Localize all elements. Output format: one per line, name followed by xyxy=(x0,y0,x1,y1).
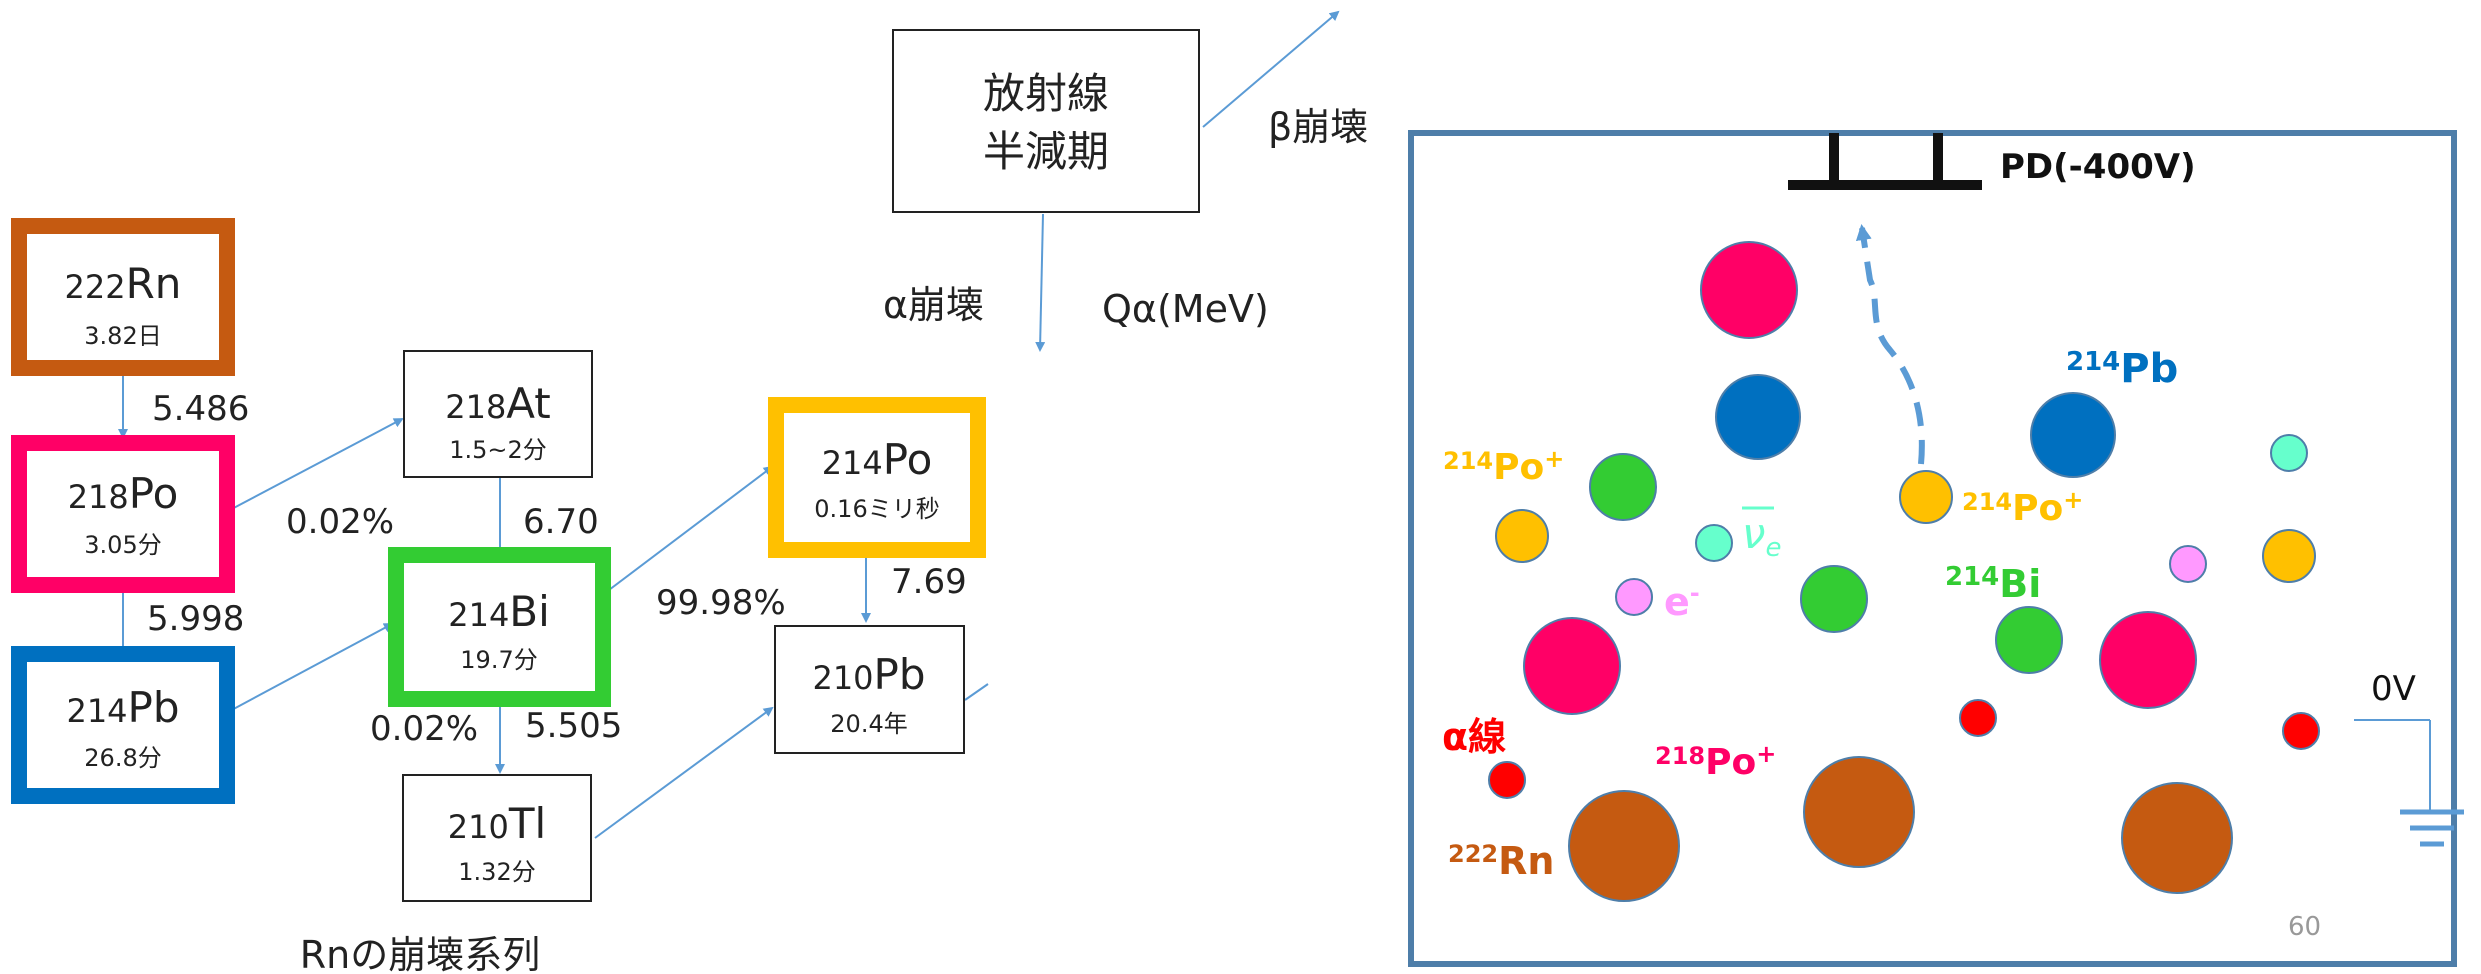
nuclide-name: 210Tl xyxy=(448,799,546,848)
label-po214-right: 214Po+ xyxy=(1962,486,2083,529)
beta-arrow xyxy=(1202,10,1340,128)
po214-atom xyxy=(1495,509,1549,563)
arrow-tl-pb210 xyxy=(594,706,774,839)
electron xyxy=(1615,578,1653,616)
label-pb214: 214Pb xyxy=(2066,346,2178,392)
q-po-pb: 5.998 xyxy=(147,599,244,639)
label-bi214: 214Bi xyxy=(1945,562,2041,606)
line-pb210-out xyxy=(964,683,989,701)
page-number: 60 xyxy=(2288,912,2321,942)
label-po214-left: 214Po+ xyxy=(1443,445,1564,488)
nuclide-half-life: 3.05分 xyxy=(84,531,161,559)
nuclide-pb210: 210Pb 20.4年 xyxy=(774,625,965,754)
po214-atom xyxy=(2262,529,2316,583)
nuclide-name: 214Bi xyxy=(448,587,550,636)
q-po-pb210: 7.69 xyxy=(891,562,967,602)
pct-po-at: 0.02% xyxy=(286,502,394,542)
alpha-particle xyxy=(2282,712,2320,750)
label-neutrino: νe xyxy=(1742,509,1781,563)
beta-label: β崩壊 xyxy=(1268,105,1368,149)
nuclide-po214: 214Po 0.16ミリ秒 xyxy=(768,397,986,558)
nuclide-name: 214Pb xyxy=(66,683,179,732)
arrow-bi-po xyxy=(604,465,774,594)
ground-symbol xyxy=(2354,719,2431,810)
series-caption: Rnの崩壊系列 xyxy=(300,933,541,974)
nuclide-box xyxy=(11,218,235,376)
q-bi-tl: 5.505 xyxy=(525,706,622,746)
nuclide-po218: 218Po 3.05分 xyxy=(11,435,235,593)
particles xyxy=(1488,241,2320,902)
ion-drift-path xyxy=(1855,224,1925,465)
nuclide-box xyxy=(11,646,235,804)
pd-label: PD(-400V) xyxy=(2000,147,2196,187)
nuclide-half-life: 26.8分 xyxy=(84,744,161,772)
nuclide-bi214: 214Bi 19.7分 xyxy=(388,547,611,707)
electron xyxy=(2169,545,2207,583)
arrow-po-at xyxy=(227,418,404,512)
arrow-pb-bi xyxy=(227,623,394,713)
alpha-arrow xyxy=(1035,213,1046,352)
alpha-particle xyxy=(1959,699,1997,737)
nuclide-name: 210Pb xyxy=(812,650,925,699)
legend: 放射線 半減期 β崩壊 α崩壊 Qα(MeV) xyxy=(883,10,1368,352)
pct-bi-tl: 0.02% xyxy=(370,709,478,749)
legend-line2: 半減期 xyxy=(983,127,1109,176)
bi214-atom xyxy=(1589,453,1657,521)
ground-label: 0V xyxy=(2371,669,2416,709)
nuclide-half-life: 3.82日 xyxy=(84,322,161,350)
nuclide-name: 218Po xyxy=(68,469,179,518)
rn222-atom xyxy=(1568,790,1680,902)
nuclide-pb214: 214Pb 26.8分 xyxy=(11,646,235,804)
chamber-frame xyxy=(1408,130,2457,967)
nuclide-half-life: 1.5~2分 xyxy=(449,436,547,464)
nuclide-box xyxy=(403,350,593,478)
po218-atom xyxy=(1523,617,1621,715)
nuclide-at218: 218At 1.5~2分 xyxy=(403,350,593,478)
q-rn-po: 5.486 xyxy=(152,389,249,429)
nuclide-box xyxy=(388,547,611,707)
rn222-atom xyxy=(2121,782,2233,894)
pb214-atom xyxy=(1715,374,1801,460)
pct-bi-po: 99.98% xyxy=(656,583,786,623)
nuclide-name: 218At xyxy=(445,379,551,428)
bi214-atom xyxy=(1995,606,2063,674)
label-alpha-ray: α線 xyxy=(1442,715,1506,759)
legend-box xyxy=(892,29,1200,213)
decay-arrows xyxy=(118,374,989,839)
q-at-bi: 6.70 xyxy=(523,502,599,542)
nuclide-half-life: 20.4年 xyxy=(830,710,907,738)
po218-atom xyxy=(2099,611,2197,709)
pd-detector xyxy=(1788,133,1982,190)
neutrino xyxy=(2270,434,2308,472)
nuclide-tl210: 210Tl 1.32分 xyxy=(402,774,592,902)
pb214-atom xyxy=(2030,392,2116,478)
nuclide-box xyxy=(11,435,235,593)
nuclide-box xyxy=(774,625,965,754)
alpha-particle xyxy=(1488,761,1526,799)
q-label: Qα(MeV) xyxy=(1102,287,1269,331)
nuclide-half-life: 0.16ミリ秒 xyxy=(814,495,939,523)
nuclide-box xyxy=(402,774,592,902)
po218-atom xyxy=(1700,241,1798,339)
label-po218: 218Po+ xyxy=(1655,740,1776,783)
neutrino xyxy=(1695,524,1733,562)
nuclide-half-life: 19.7分 xyxy=(460,646,537,674)
rn222-atom xyxy=(1803,756,1915,868)
chamber: PD(-400V) 0V xyxy=(1408,130,2464,967)
nuclide-name: 222Rn xyxy=(65,259,182,308)
label-electron: e- xyxy=(1664,579,1700,624)
nuclide-half-life: 1.32分 xyxy=(458,858,535,886)
nuclide-rn222: 222Rn 3.82日 xyxy=(11,218,235,376)
ground-icon xyxy=(2400,809,2464,847)
nuclide-name: 214Po xyxy=(822,435,933,484)
nuclide-box xyxy=(768,397,986,558)
bi214-atom xyxy=(1800,565,1868,633)
label-rn222: 222Rn xyxy=(1448,839,1554,883)
alpha-label: α崩壊 xyxy=(883,283,984,327)
legend-line1: 放射線 xyxy=(983,69,1109,118)
po214-atom xyxy=(1899,470,1953,524)
decay-labels: 5.486 5.998 0.02% 6.70 99.98% 7.69 0.02%… xyxy=(147,389,967,749)
